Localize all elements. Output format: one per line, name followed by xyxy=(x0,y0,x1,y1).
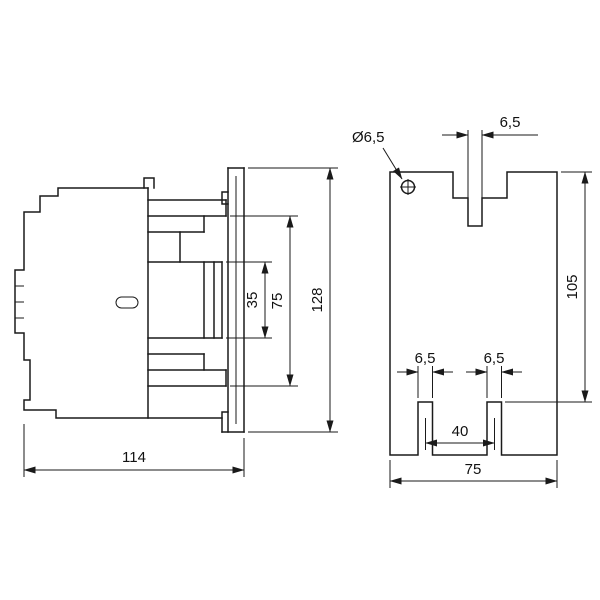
dim-side-overall-height-group: 128 xyxy=(248,167,338,433)
dim-label-40: 40 xyxy=(452,423,469,440)
dim-label-114: 114 xyxy=(122,449,146,466)
dim-side-width-group: 114 xyxy=(23,424,245,477)
dim-label-35: 35 xyxy=(244,292,261,309)
side-lower-terminals xyxy=(147,353,227,387)
side-coil-terminals xyxy=(15,285,24,319)
mounting-hole xyxy=(400,179,416,195)
side-top-tab xyxy=(143,177,155,189)
dim-label-notch-left-6-5: 6,5 xyxy=(415,350,436,367)
side-din-rail xyxy=(147,261,223,339)
dim-top-slot-group: 6,5 xyxy=(442,114,538,198)
dim-label-slot-6-5: 6,5 xyxy=(500,114,521,131)
side-upper-terminals xyxy=(147,199,227,263)
dim-label-75-side: 75 xyxy=(269,293,286,310)
dim-side-mid-height-group: 75 xyxy=(230,215,298,387)
side-mounting-plate xyxy=(221,167,245,433)
dim-side-rail-height-group: 35 xyxy=(226,261,272,339)
side-view: 114 128 75 35 xyxy=(14,167,338,477)
dim-label-105: 105 xyxy=(564,274,581,299)
dim-notch-spacing-group: 40 xyxy=(425,418,495,450)
dim-label-75-front: 75 xyxy=(465,461,482,478)
dim-front-width-group: 75 xyxy=(389,460,558,488)
dim-label-128: 128 xyxy=(309,287,326,312)
dim-hole-dia-group: Ø6,5 xyxy=(352,129,403,180)
front-plate-outline xyxy=(389,171,558,456)
dim-label-hole-dia: Ø6,5 xyxy=(352,129,385,146)
dim-front-height-group: 105 xyxy=(505,171,592,403)
side-body-outline xyxy=(14,187,223,419)
dim-notch-left-group: 6,5 xyxy=(397,350,453,398)
side-pill-slot xyxy=(115,296,139,309)
dim-label-notch-right-6-5: 6,5 xyxy=(484,350,505,367)
dim-notch-right-group: 6,5 xyxy=(466,350,522,398)
front-view: Ø6,5 6,5 105 xyxy=(352,114,592,488)
